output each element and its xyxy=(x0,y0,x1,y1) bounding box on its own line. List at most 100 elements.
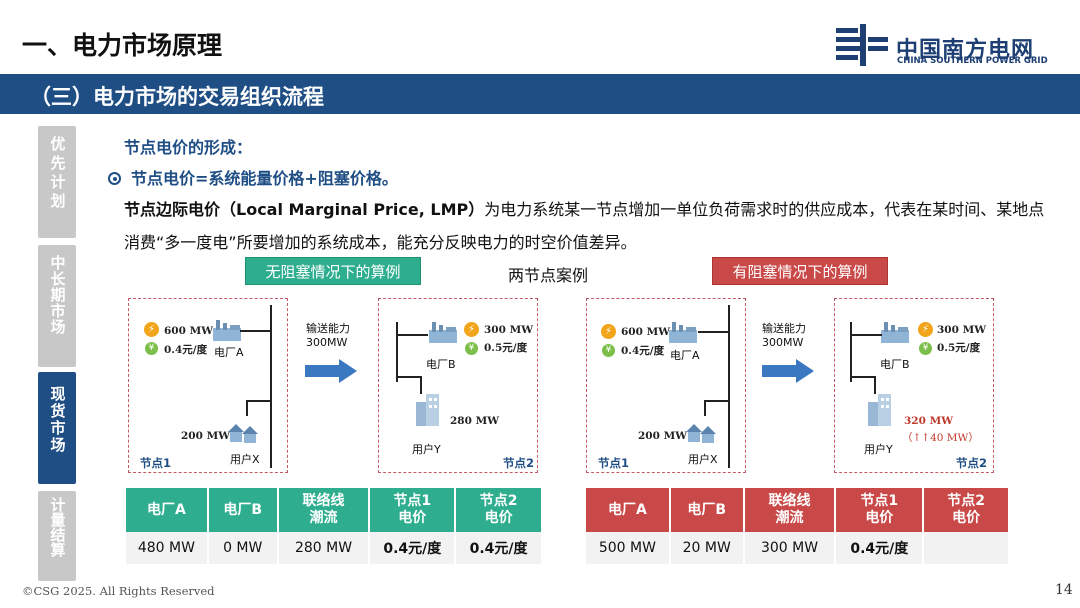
yuan-icon: ¥ xyxy=(465,342,478,355)
transmission-capacity: 输送能力 300MW xyxy=(306,322,350,349)
power-plant-icon xyxy=(669,322,697,343)
bullet-item: 节点电价=系统能量价格+阻塞价格。 xyxy=(108,165,398,189)
plant-a-label: 电厂A xyxy=(214,346,244,359)
table-cell: 0.4元/度 xyxy=(369,532,457,564)
table-cell: 300 MW xyxy=(743,532,837,564)
user-y-load-increase: （↑↑40 MW） xyxy=(902,432,979,444)
plant-b-price: 0.5元/度 xyxy=(937,342,981,354)
houses-icon xyxy=(686,424,716,443)
power-icon: ⚡ xyxy=(918,322,933,337)
building-icon xyxy=(416,394,439,426)
bus-line xyxy=(728,305,730,468)
bullet-text: 节点电价=系统能量价格+阻塞价格。 xyxy=(131,169,398,188)
plant-b-label: 电厂B xyxy=(880,358,910,371)
table-header-row: 电厂A 电厂B 联络线 潮流 节点1 电价 节点2 电价 xyxy=(586,488,1010,532)
power-plant-icon xyxy=(429,322,457,343)
user-y-label: 用户Y xyxy=(412,443,441,456)
plant-b-capacity: 300 MW xyxy=(484,324,533,336)
logo-name-cn: 中国南方电网 xyxy=(896,38,1035,63)
power-plant-icon xyxy=(213,320,241,341)
plant-a-capacity: 600 MW xyxy=(621,326,670,338)
lmp-definition: 为电力系统某一节点增加一单位负荷需求时的供应成本，代表在某时间、某地点消费“多一… xyxy=(124,200,1045,252)
yuan-icon: ¥ xyxy=(919,342,932,355)
copyright: ©CSG 2025. All Rights Reserved xyxy=(22,584,215,598)
feeder-line xyxy=(240,330,271,332)
bus-line xyxy=(270,305,272,468)
user-y-load: 320 MW xyxy=(904,415,953,427)
table-header-row: 电厂A 电厂B 联络线 潮流 节点1 电价 节点2 电价 xyxy=(126,488,543,532)
power-plant-icon xyxy=(881,322,909,343)
node1-label: 节点1 xyxy=(140,456,172,470)
tab-metering-settlement[interactable]: 计量结算 xyxy=(38,491,76,581)
congestion-tag: 有阻塞情况下的算例 xyxy=(712,257,888,285)
col-header: 联络线 潮流 xyxy=(277,488,371,532)
plant-a-price: 0.4元/度 xyxy=(164,344,208,356)
col-header: 节点2 电价 xyxy=(923,488,1010,532)
yuan-icon: ¥ xyxy=(602,344,615,357)
user-y-label: 用户Y xyxy=(864,443,893,456)
tab-label: 中长期市场 xyxy=(48,255,67,335)
plant-a-label: 电厂A xyxy=(670,349,700,362)
feeder-line xyxy=(246,400,248,416)
power-icon: ⚡ xyxy=(144,322,159,337)
col-header: 电厂B xyxy=(207,488,279,532)
feeder-line xyxy=(874,376,876,394)
section-header: （三）电力市场的交易组织流程 xyxy=(0,74,1080,114)
table-cell xyxy=(923,532,1010,564)
tab-priority-plan[interactable]: 优先计划 xyxy=(38,126,76,238)
lmp-description: 节点边际电价（Local Marginal Price, LMP）为电力系统某一… xyxy=(124,193,1054,259)
col-header: 节点1 电价 xyxy=(369,488,457,532)
table-cell: 0.4元/度 xyxy=(455,532,543,564)
right-result-table: 电厂A 电厂B 联络线 潮流 节点1 电价 节点2 电价 500 MW 20 M… xyxy=(586,488,1010,564)
bus-line xyxy=(850,322,852,382)
feeder-line xyxy=(850,334,882,336)
table-cell: 0 MW xyxy=(207,532,279,564)
node2-label: 节点2 xyxy=(956,456,988,470)
table-cell: 0.4元/度 xyxy=(835,532,925,564)
building-icon xyxy=(868,394,891,426)
plant-b-capacity: 300 MW xyxy=(937,324,986,336)
page-number: 14 xyxy=(1055,582,1073,598)
feeder-line xyxy=(420,376,422,394)
section-title: （三）电力市场的交易组织流程 xyxy=(30,85,324,109)
lmp-term: 节点边际电价（Local Marginal Price, LMP） xyxy=(124,200,485,219)
left-node2-box xyxy=(378,298,538,473)
company-logo xyxy=(834,24,1060,68)
no-congestion-tag: 无阻塞情况下的算例 xyxy=(245,257,421,285)
page-title: 一、电力市场原理 xyxy=(22,31,223,60)
user-x-load: 200 MW xyxy=(638,430,687,442)
target-circle-icon xyxy=(108,172,121,185)
plant-a-capacity: 600 MW xyxy=(164,325,213,337)
feeder-line xyxy=(396,334,428,336)
feeder-line xyxy=(246,400,271,402)
case-title: 两节点案例 xyxy=(508,266,589,285)
power-icon: ⚡ xyxy=(601,324,616,339)
table-row: 480 MW 0 MW 280 MW 0.4元/度 0.4元/度 xyxy=(126,532,543,564)
col-header: 电厂B xyxy=(669,488,745,532)
table-cell: 480 MW xyxy=(126,532,209,564)
col-header: 节点2 电价 xyxy=(455,488,543,532)
subheading: 节点电价的形成： xyxy=(124,138,253,157)
col-header: 电厂A xyxy=(126,488,209,532)
user-y-load: 280 MW xyxy=(450,415,499,427)
tab-label: 现货市场 xyxy=(48,386,67,454)
logo-name-en: CHINA SOUTHERN POWER GRID xyxy=(897,56,1048,66)
right-node2-box xyxy=(834,298,994,473)
plant-b-price: 0.5元/度 xyxy=(484,342,528,354)
user-x-label: 用户X xyxy=(688,453,718,466)
col-header: 电厂A xyxy=(586,488,671,532)
feeder-line xyxy=(698,331,729,333)
houses-icon xyxy=(228,424,258,443)
table-cell: 20 MW xyxy=(669,532,745,564)
csg-logo-icon xyxy=(836,24,888,66)
bus-line xyxy=(396,322,398,382)
plant-b-label: 电厂B xyxy=(426,358,456,371)
tab-spot-market[interactable]: 现货市场 xyxy=(38,372,76,484)
right-node1-box xyxy=(586,298,746,473)
tab-mid-long-term-market[interactable]: 中长期市场 xyxy=(38,245,76,367)
table-cell: 500 MW xyxy=(586,532,671,564)
right-arrow-icon xyxy=(305,359,357,383)
col-header: 节点1 电价 xyxy=(835,488,925,532)
node2-label: 节点2 xyxy=(503,456,535,470)
right-arrow-icon xyxy=(762,359,814,383)
